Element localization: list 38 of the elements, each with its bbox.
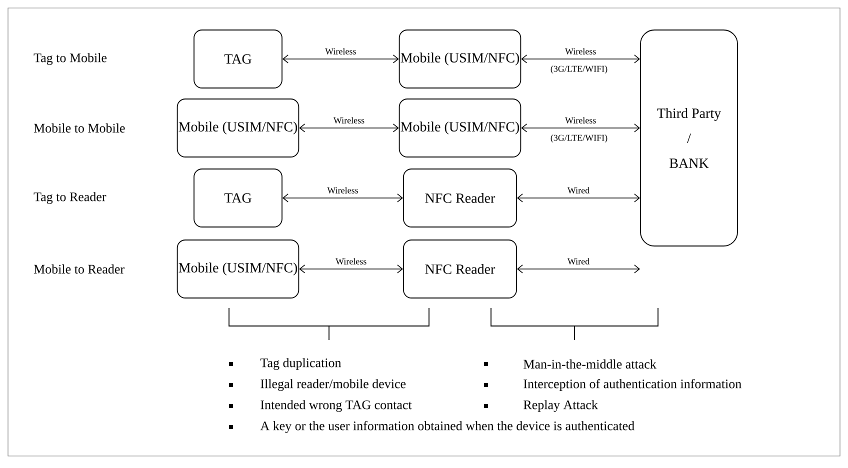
arrow (299, 124, 399, 132)
protocol-label: (3G/LTE/WIFI) (550, 66, 608, 74)
device-box: Mobile (USIM/NFC) (176, 240, 300, 298)
arrow (299, 264, 404, 274)
edge-label: Wireless (565, 48, 596, 54)
row-label: Tag to Reader (34, 192, 106, 204)
threat-item: Intended wrong TAG contact (260, 400, 412, 412)
edge-label: Wired (567, 187, 590, 194)
device-box: Mobile (USIM/NFC) (398, 98, 522, 158)
edge-label: Wired (567, 258, 590, 264)
threat-item: A key or the user information obtained when the device is authenticated (260, 421, 634, 433)
row-label: Tag to Mobile (34, 53, 107, 65)
arrow (521, 54, 640, 64)
arrow (282, 54, 399, 64)
threat-item: Replay Attack (524, 400, 598, 412)
edge-label: Wireless (325, 48, 356, 54)
arrow (516, 264, 640, 274)
threat-item: Tag duplication (260, 358, 342, 370)
row-label: Mobile to Reader (34, 264, 124, 274)
device-box: TAG (194, 168, 282, 228)
device-box: Mobile (USIM/NFC) (176, 98, 300, 158)
party-box: Third Party / BANK (640, 30, 738, 246)
threat-item: Man-in-the-middle attack (524, 359, 656, 369)
device-box: Mobile (USIM/NFC) (398, 30, 522, 88)
arrow (516, 194, 640, 202)
edge-label: Wireless (333, 117, 364, 124)
device-box: NFC Reader (403, 168, 517, 228)
edge-label: Wireless (565, 117, 596, 124)
arrow (282, 194, 404, 202)
threat-item: Illegal reader/mobile device (260, 379, 406, 391)
protocol-label: (3G/LTE/WIFI) (550, 134, 608, 143)
device-box: TAG (194, 30, 282, 88)
threat-item: Interception of authentication information (524, 379, 742, 391)
arrow (521, 124, 640, 132)
row-label: Mobile to Mobile (34, 123, 125, 133)
edge-label: Wireless (336, 258, 366, 264)
edge-label: Wireless (327, 187, 358, 194)
device-box: NFC Reader (403, 240, 517, 298)
